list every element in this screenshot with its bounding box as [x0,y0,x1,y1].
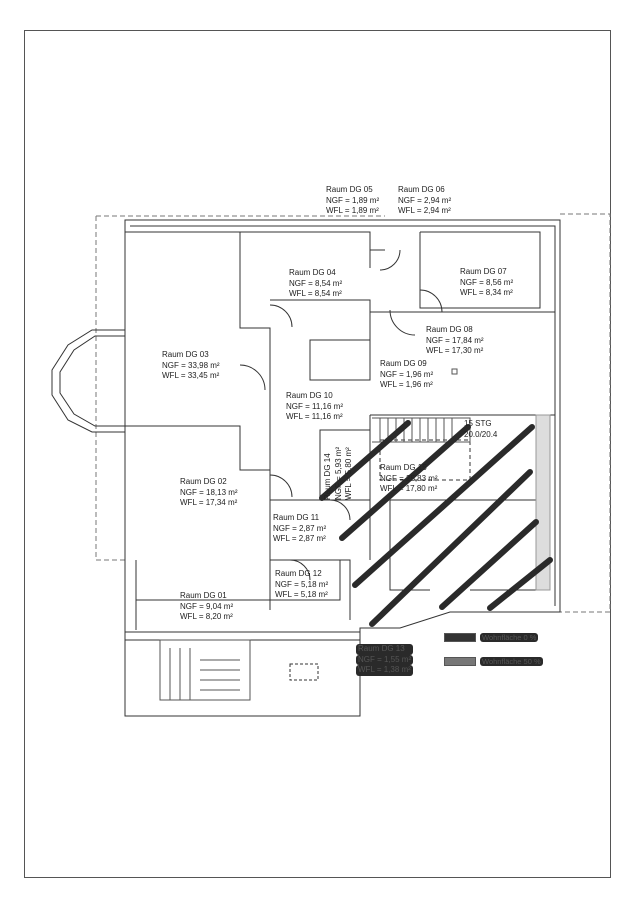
stairs-lower [159,639,251,701]
bay-window [51,329,125,433]
legend-item-50: Wohnfläche 50 % [444,657,543,666]
legend-swatch [444,633,476,642]
legend-item-0: Wohnfläche 0 % [444,633,539,642]
strike-through-marks [319,420,553,627]
legend-swatch [444,657,476,666]
